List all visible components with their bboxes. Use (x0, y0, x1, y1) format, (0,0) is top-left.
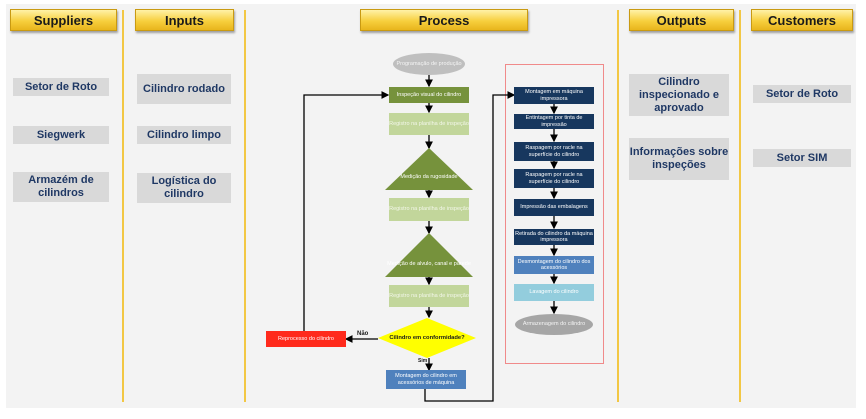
edge-label-sim: Sim (418, 358, 428, 364)
output-item: Cilindro inspecionado e aprovado (629, 74, 729, 116)
step-lavagem: Lavagem do cilindro (514, 284, 594, 301)
step-registro-1: Registro na planilha de inspeção (389, 113, 469, 135)
supplier-item: Siegwerk (13, 126, 109, 144)
header-suppliers: Suppliers (10, 9, 117, 31)
input-item: Cilindro rodado (137, 74, 231, 104)
column-divider (617, 10, 619, 402)
step-medicao-alvulo: Medição de alvulo, canal e parede (385, 233, 473, 277)
step-registro-2: Registro na planilha de inspeção (389, 198, 469, 221)
decision-label: Cilindro em conformidade? (389, 334, 465, 341)
header-customers: Customers (751, 9, 853, 31)
header-inputs: Inputs (135, 9, 234, 31)
triangle-shape (385, 148, 473, 190)
supplier-item: Setor de Roto (13, 78, 109, 96)
edge-label-nao: Não (357, 331, 369, 337)
step-desmontagem: Desmontagem do cilindro dos acessórios (514, 256, 594, 274)
header-process: Process (360, 9, 528, 31)
supplier-item: Armazém de cilindros (13, 172, 109, 202)
triangle-shape (385, 233, 473, 277)
output-item: Informações sobre inspeções (629, 138, 729, 180)
input-item: Logística do cilindro (137, 173, 231, 203)
step-montagem-maquina: Montagem em máquina impressora (514, 87, 594, 104)
column-divider (244, 10, 246, 402)
step-label: Medição da rugosidade (400, 173, 458, 180)
customer-item: Setor de Roto (753, 85, 851, 103)
step-medicao-rugosidade: Medição da rugosidade (385, 148, 473, 190)
step-inspecao-visual: Inspeção visual do cilindro (389, 87, 469, 103)
step-raspagem-1: Raspagem por racle na superfície do cili… (514, 142, 594, 161)
start-oval: Programação de produção (393, 53, 465, 75)
step-registro-3: Registro na planilha de inspeção (389, 285, 469, 307)
customer-item: Setor SIM (753, 149, 851, 167)
diamond-shape (378, 318, 476, 358)
step-retirada: Retirada do cilindro da máquina impresso… (514, 229, 594, 245)
column-divider (122, 10, 124, 402)
step-raspagem-2: Raspagem por racle na superfície do cili… (514, 169, 594, 188)
header-outputs: Outputs (629, 9, 734, 31)
decision-conformidade: Cilindro em conformidade? (378, 318, 476, 358)
step-reprocesso: Reprocesso do cilindro (266, 331, 346, 347)
step-impressao: Impressão das embalagens (514, 199, 594, 216)
column-divider (739, 10, 741, 402)
step-entintagem: Entintagem por tinta de impressão (514, 114, 594, 129)
end-oval-armazenagem: Armazenagem do cilindro (515, 314, 593, 335)
printing-process-group (505, 64, 604, 364)
step-montagem-acessorios: Montagem do cilindro em acessórios de má… (386, 370, 466, 389)
input-item: Cilindro limpo (137, 126, 231, 144)
step-label: Medição de alvulo, canal e parede (387, 260, 471, 267)
